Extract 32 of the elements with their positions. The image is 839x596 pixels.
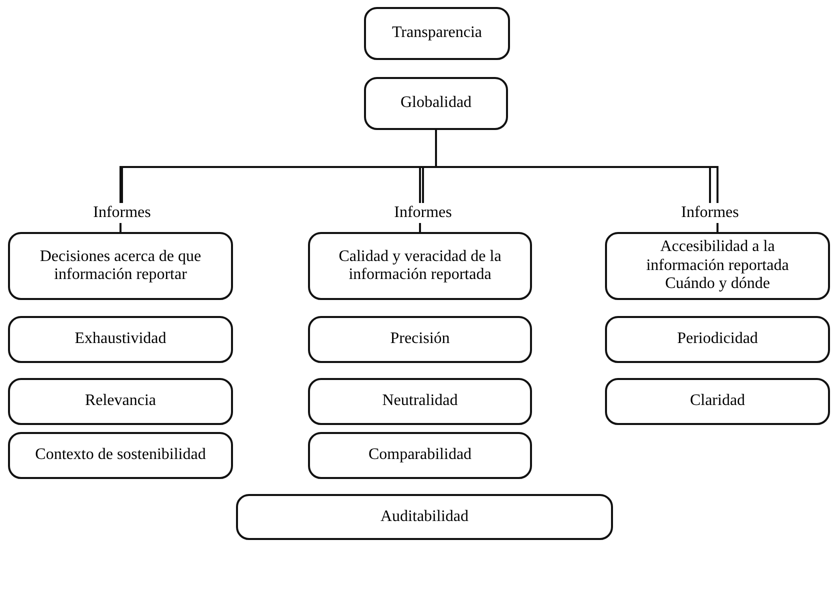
rounded-box xyxy=(236,494,613,540)
rounded-box xyxy=(308,232,532,300)
box-text: Comparabilidad xyxy=(368,446,472,465)
rounded-box xyxy=(605,232,830,300)
box-text: Accesibilidad a la información reportada xyxy=(645,238,790,276)
box-text: Relevancia xyxy=(84,392,156,411)
rounded-box xyxy=(364,77,508,130)
rounded-box xyxy=(308,378,532,425)
rounded-box xyxy=(8,316,233,363)
line-label: Informes xyxy=(394,204,452,222)
box-text: Auditabilidad xyxy=(380,508,468,526)
rounded-box xyxy=(8,232,233,300)
rounded-box xyxy=(364,7,510,60)
rounded-box xyxy=(605,378,830,425)
line-label: Informes xyxy=(681,204,739,222)
rounded-box xyxy=(605,316,830,363)
box-text: Claridad xyxy=(690,392,746,411)
rounded-box xyxy=(8,378,233,425)
line-label: Informes xyxy=(93,204,151,222)
box-text: Cuándo y dónde xyxy=(665,275,770,294)
box-text: Calidad y veracidad de la información reportada xyxy=(338,248,502,284)
rounded-box xyxy=(8,432,233,479)
box-text: Globalidad xyxy=(400,94,472,113)
box-text: Transparencia xyxy=(392,24,482,43)
box-text: Precisión xyxy=(390,330,450,349)
box-text: Exhaustividad xyxy=(74,330,166,349)
rounded-box xyxy=(308,316,532,363)
box-text: Neutralidad xyxy=(382,392,458,411)
box-text: Periodicidad xyxy=(677,330,758,349)
box-text: Decisiones acerca de que información reportar xyxy=(38,248,202,284)
rounded-box xyxy=(308,432,532,479)
box-text: Contexto de sostenibilidad xyxy=(35,446,206,465)
